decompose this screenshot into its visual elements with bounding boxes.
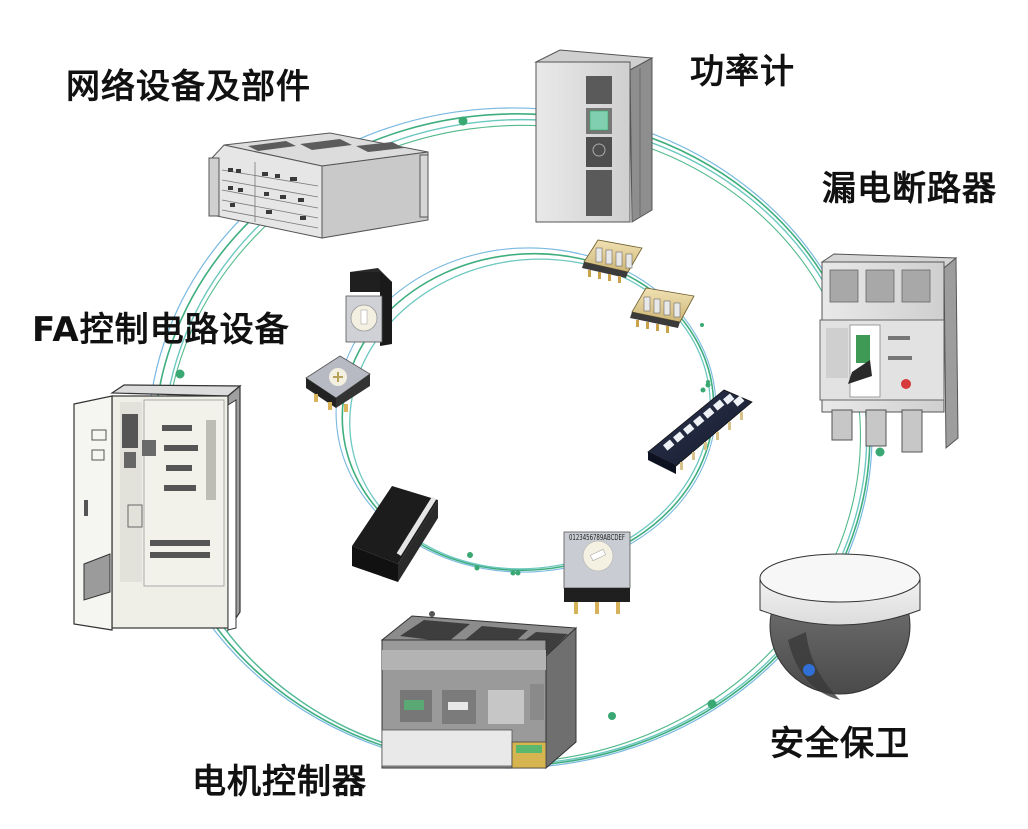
- dip-switch-4-icon: [582, 239, 643, 283]
- network-rack-icon: [208, 132, 429, 239]
- dip-switch-4-icon: [630, 287, 695, 333]
- piano-dip-switch-icon: [352, 486, 438, 582]
- power-meter-icon: [534, 49, 654, 223]
- ring-dots: [175, 116, 885, 720]
- ring-dot: [608, 712, 616, 720]
- rotary-switch-tall-icon: [345, 268, 392, 346]
- label-power-meter: 功率计: [690, 52, 795, 92]
- ring-dot: [700, 323, 704, 327]
- ring-dot: [700, 387, 706, 393]
- ring-dot: [707, 699, 717, 709]
- rotary-hex-switch-icon: 0123456789ABCDEF: [563, 531, 631, 614]
- circuit-breaker-icon: [819, 253, 959, 453]
- label-leakage-breaker: 漏电断路器: [822, 169, 997, 209]
- label-motor-controller: 电机控制器: [192, 762, 367, 802]
- label-network-equipment: 网络设备及部件: [66, 67, 311, 107]
- plc-controller-icon: [380, 611, 578, 770]
- ring-dot: [515, 570, 521, 576]
- ring-dot: [474, 565, 480, 571]
- ring-dot: [467, 552, 473, 558]
- hex-dial-text: 0123456789ABCDEF: [569, 533, 625, 542]
- label-fa-control-equipment: FA控制电路设备: [32, 310, 290, 350]
- label-security: 安全保卫: [770, 724, 910, 764]
- ring-dot: [705, 382, 711, 388]
- control-cabinet-icon: [73, 384, 242, 632]
- inner-ring-line: [341, 252, 715, 572]
- ring-dot: [175, 369, 185, 379]
- dome-camera-icon: [759, 553, 921, 700]
- dip-switch-8-icon: [647, 389, 753, 474]
- rotary-switch-smd-icon: [305, 355, 371, 412]
- ring-dot: [706, 380, 710, 384]
- ring-dot: [875, 447, 885, 457]
- ring-dot: [510, 570, 516, 576]
- ring-dot: [458, 116, 468, 126]
